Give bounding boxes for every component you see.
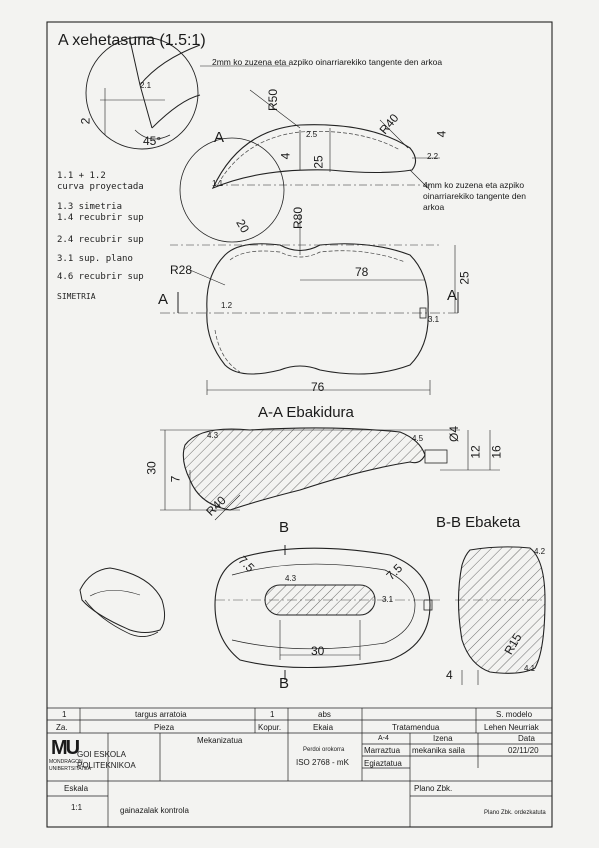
note-right-3: arkoa <box>423 202 445 212</box>
tb-mekanizatua: Mekanizatua <box>197 736 243 745</box>
tb-description: gainazalak kontrola <box>120 806 189 815</box>
section-b-top: B <box>279 519 290 536</box>
tb-author: Lehen Neurriak <box>484 723 539 732</box>
tb-plano-note: Plano Zbk. ordezkatuta <box>484 810 546 816</box>
logo-icon: MU <box>51 737 80 759</box>
dim-76: 76 <box>311 380 325 394</box>
dim-3-1-plan: 3.1 <box>428 315 440 324</box>
tb-uni-2: UNIBERTSITATEA <box>49 766 91 772</box>
tb-eskala: 1:1 <box>71 803 83 812</box>
tb-za: Za. <box>56 723 68 732</box>
tb-izena: Izena <box>433 734 453 743</box>
section-bb-title: B-B Ebaketa <box>436 514 521 531</box>
dim-r28: R28 <box>170 263 193 277</box>
dim-1-2: 1.2 <box>221 301 233 310</box>
dim-78: 78 <box>355 265 369 279</box>
dim-4-bb: 4 <box>446 668 453 682</box>
tb-eskala-label: Eskala <box>64 784 89 793</box>
section-aa-title: A-A Ebakidura <box>258 404 354 421</box>
tb-school-2: POLITEKNIKOA <box>77 761 136 770</box>
dim-angle: 45° <box>143 134 162 148</box>
dim-25-plan: 25 <box>457 271 472 285</box>
note-2: curva proyectada <box>57 182 144 192</box>
tb-kopur: Kopur. <box>258 723 282 732</box>
dim-16: 16 <box>489 445 504 459</box>
tb-uni-1: MONDRAGON <box>49 759 83 765</box>
section-a-right: A <box>447 287 458 304</box>
detail-note-top: 2mm ko zuzena eta azpiko oinarriarekiko … <box>212 57 443 67</box>
note-8: SIMETRIA <box>57 292 96 301</box>
tb-date: 02/11/20 <box>508 746 539 755</box>
tb-format: A-4 <box>378 735 389 742</box>
tb-pieza: Pieza <box>154 723 175 732</box>
detail-title: A xehetasuna (1.5:1) <box>58 32 206 49</box>
tb-row1-qty: 1 <box>270 710 275 719</box>
dim-2-1: 2.1 <box>140 81 152 90</box>
dim-2: 2 <box>78 117 93 125</box>
note-right-2: oinarriarekiko tangente den <box>423 191 527 201</box>
view-a-label: A <box>214 129 225 146</box>
tb-row1-material: abs <box>318 710 331 719</box>
dim-2-5: 2.5 <box>306 130 318 139</box>
note-6: 3.1 sup. plano <box>57 254 133 264</box>
dim-30-aa: 30 <box>144 461 159 475</box>
dim-4-3-bottom: 4.3 <box>285 574 297 583</box>
tb-marraztua: Marraztua <box>364 746 401 755</box>
dim-2-2: 2.2 <box>427 152 439 161</box>
tb-school-1: GOI ESKOLA <box>77 750 126 759</box>
dim-4-3-aa: 4.3 <box>207 431 219 440</box>
dim-7: 7 <box>168 475 183 483</box>
dim-r50: R50 <box>266 88 281 112</box>
tb-drawer: mekanika saila <box>412 746 465 755</box>
section-b-bottom: B <box>279 675 290 692</box>
dim-4-2: 4.2 <box>534 547 546 556</box>
dim-4-1: 4.1 <box>524 664 536 673</box>
tb-data: Data <box>518 734 535 743</box>
dim-1-1: 1.1 <box>212 179 224 188</box>
dim-phi4: Ø4 <box>447 425 462 443</box>
tb-ekaia: Ekaia <box>313 723 334 732</box>
dim-25-side: 25 <box>311 155 326 169</box>
tb-row1-part: targus arratoia <box>135 710 187 719</box>
note-3: 1.3 simetria <box>57 202 123 212</box>
tb-tratamendua: Tratamendua <box>392 723 440 732</box>
dim-r80: R80 <box>291 206 306 230</box>
dim-30-bottom: 30 <box>311 644 325 658</box>
dim-4-5: 4.5 <box>412 434 424 443</box>
note-1: 1.1 + 1.2 <box>57 171 106 181</box>
tb-row1-num: 1 <box>62 710 67 719</box>
tb-plano-label: Plano Zbk. <box>414 784 453 793</box>
tb-row1-model: S. modelo <box>496 710 533 719</box>
dim-4a: 4 <box>434 130 449 138</box>
note-5: 2.4 recubrir sup <box>57 235 144 245</box>
note-4: 1.4 recubrir sup <box>57 213 144 223</box>
note-right-1: 4mm ko zuzena eta azpiko <box>423 180 525 190</box>
section-a-left: A <box>158 291 169 308</box>
tb-egiaztatua: Egiaztatua <box>364 759 402 768</box>
dim-4b: 4 <box>278 152 293 160</box>
dim-12: 12 <box>468 445 483 459</box>
tb-tolerance-label: Perdoi orokorra <box>303 747 345 753</box>
tb-tolerance-value: ISO 2768 - mK <box>296 758 349 767</box>
dim-3-1-bottom: 3.1 <box>382 595 394 604</box>
note-7: 4.6 recubrir sup <box>57 272 144 282</box>
